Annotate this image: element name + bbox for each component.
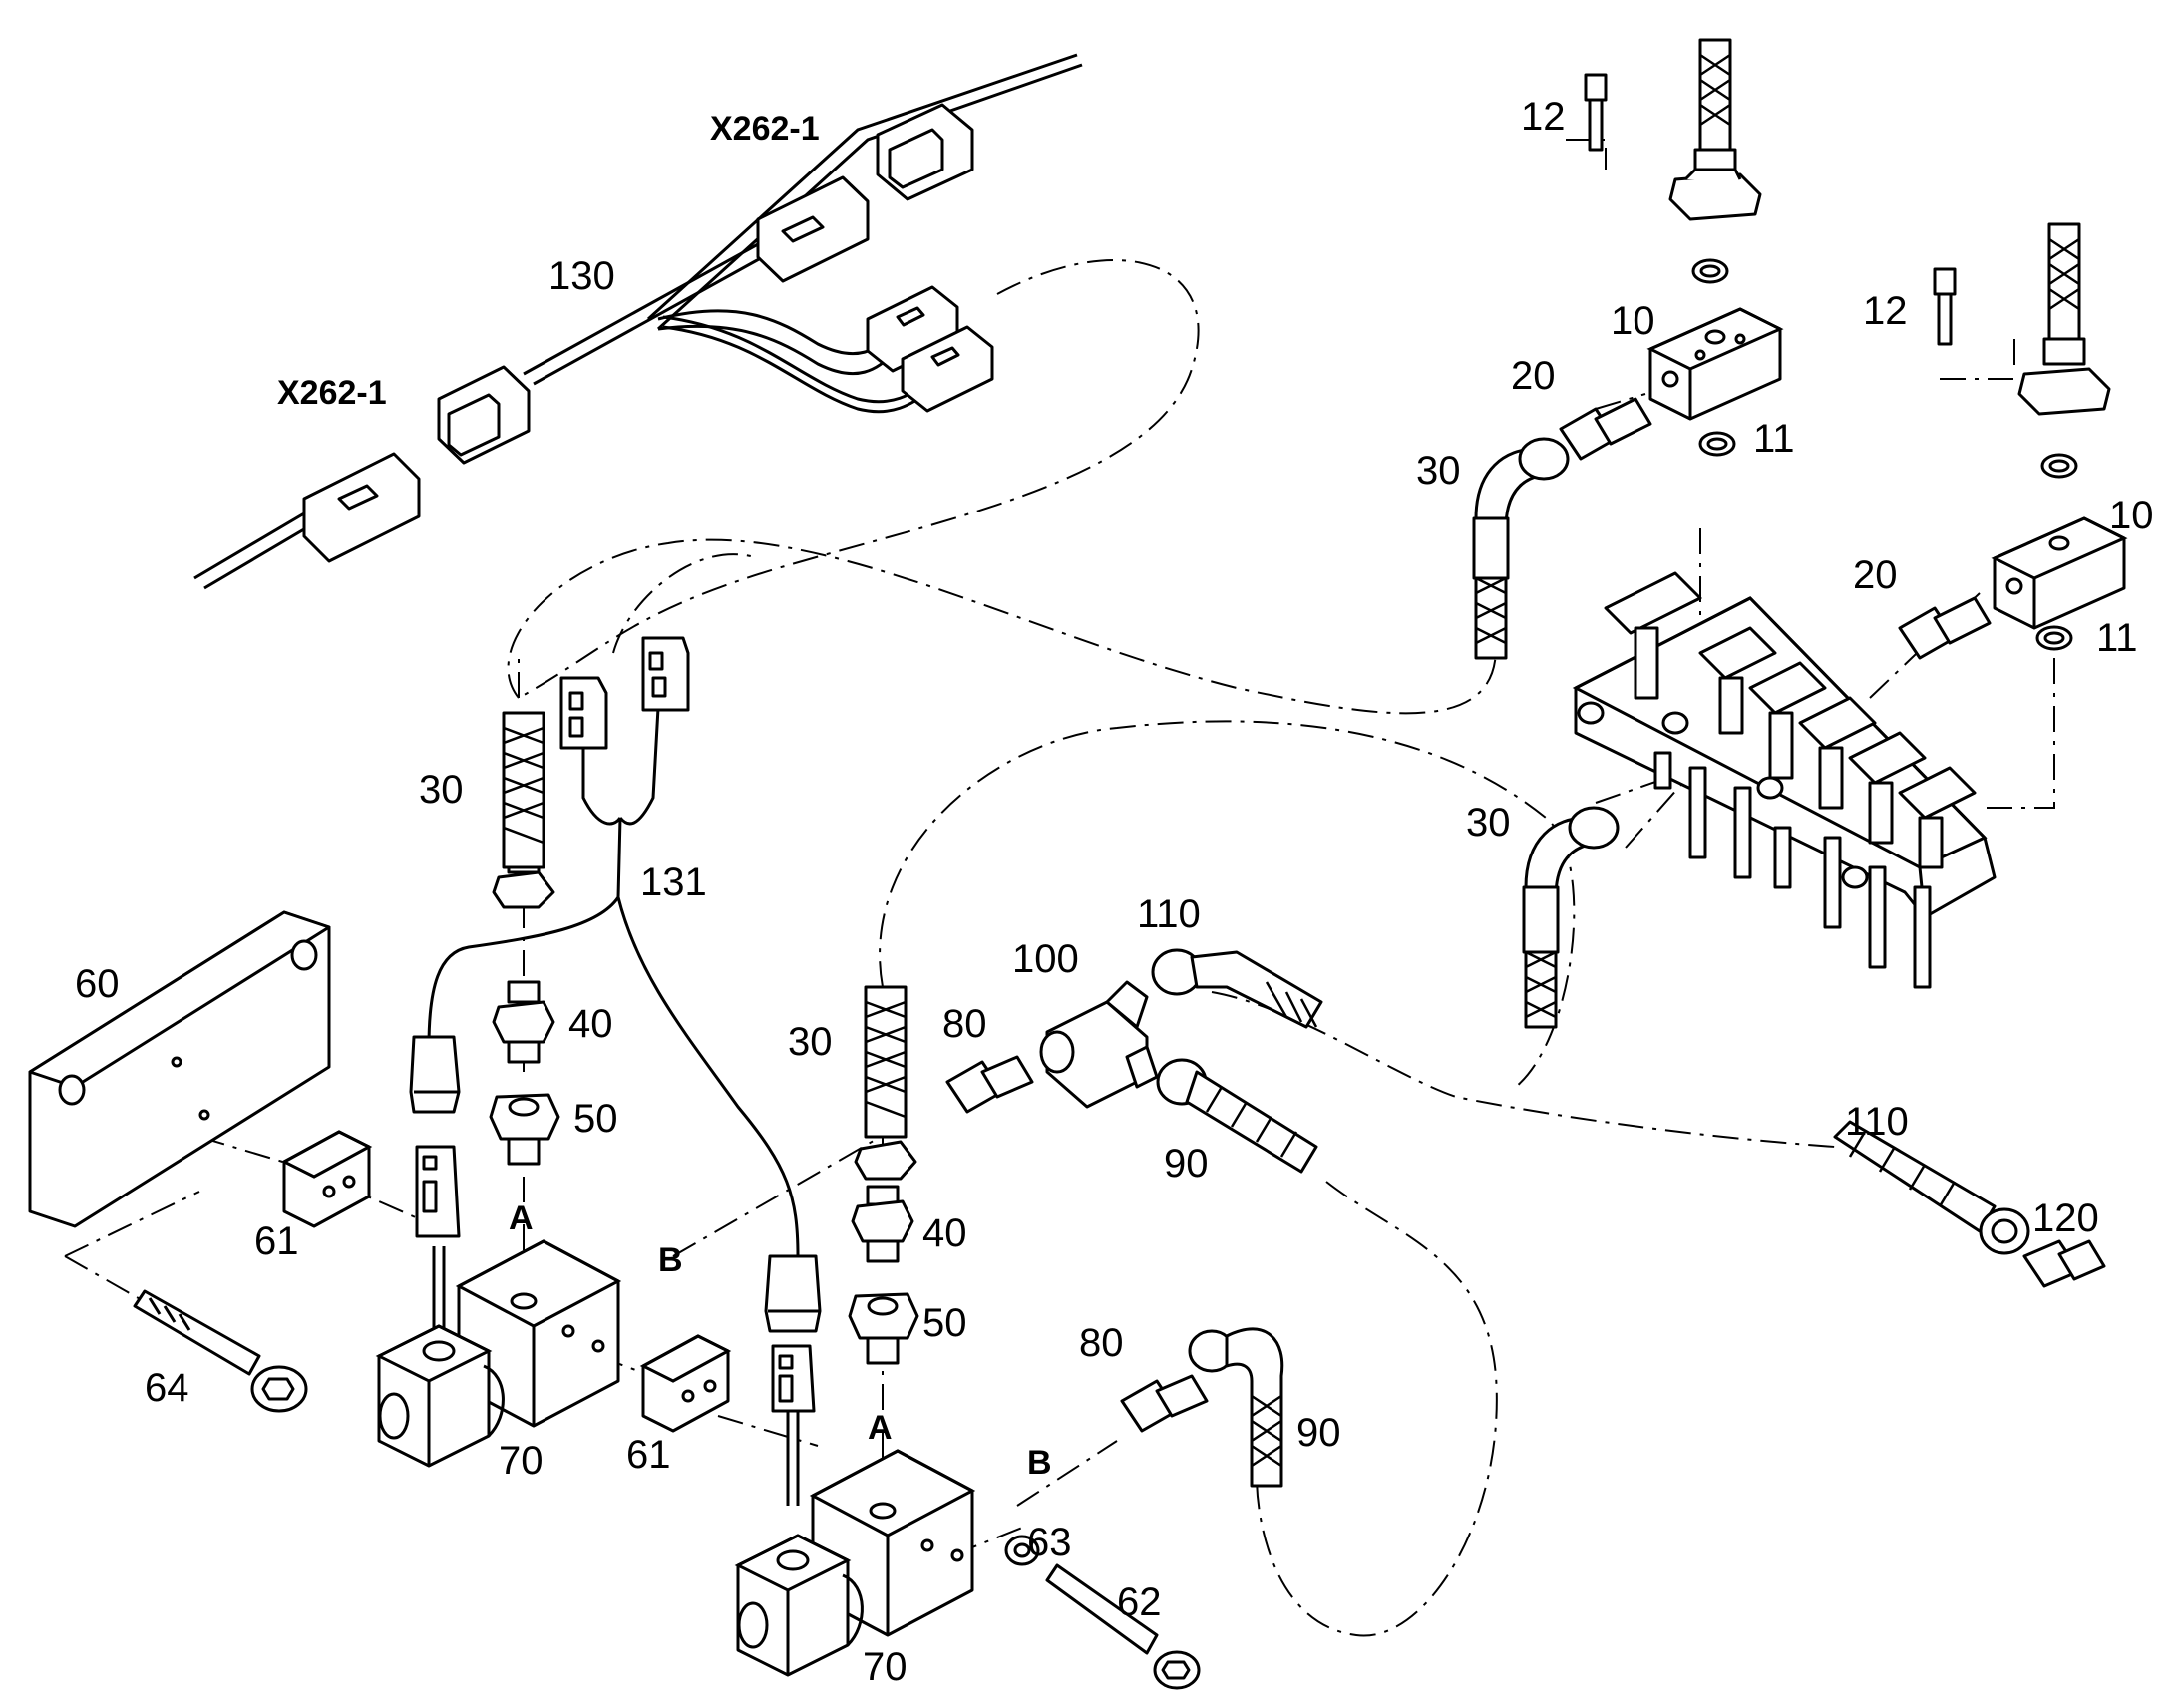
- wiring-harness-131: [427, 707, 800, 1506]
- label-port-b-upper: B: [658, 1241, 683, 1279]
- tee-fitting-100: [1039, 980, 1159, 1109]
- valve-block-70-lower: [734, 1449, 976, 1677]
- fitting-40-left: [492, 980, 555, 1064]
- label-part-120: 120: [2032, 1196, 2099, 1240]
- mounting-plate-60: [28, 910, 331, 1228]
- label-part-20-lower: 20: [1853, 553, 1898, 597]
- label-part-30-upper-right: 30: [1416, 449, 1461, 493]
- connector-x262-top-female: [756, 103, 974, 283]
- label-part-10-upper: 10: [1611, 299, 1655, 343]
- connector-131-d: [415, 1145, 461, 1238]
- label-part-11-lower: 11: [2096, 616, 2138, 660]
- label-part-10-lower: 10: [2109, 494, 2154, 537]
- connector-131-e: [764, 1254, 822, 1333]
- hose-30-center: [854, 985, 917, 1181]
- washer-63: [1004, 1535, 1040, 1566]
- oring-11-d: [2035, 625, 2073, 651]
- label-part-60: 60: [75, 962, 120, 1006]
- connector-131-c: [409, 1035, 461, 1114]
- label-part-70-lower: 70: [863, 1645, 908, 1689]
- label-part-90-upper: 90: [1164, 1142, 1209, 1186]
- label-port-a-lower: A: [868, 1409, 893, 1447]
- distribution-manifold: [1572, 571, 1997, 989]
- clamp-block-61-upper: [280, 1130, 373, 1228]
- label-part-50-center: 50: [922, 1301, 967, 1345]
- label-harness-131: 131: [640, 860, 707, 904]
- label-part-110-lower: 110: [1845, 1100, 1909, 1144]
- label-part-63: 63: [1027, 1521, 1072, 1564]
- part-labels: X262-1 X262-1 130 131 12 12 10 10 11 11 …: [75, 95, 2154, 1689]
- label-connector-x262-top: X262-1: [710, 110, 820, 148]
- label-part-30-center: 30: [788, 1020, 833, 1064]
- connector-131-a: [559, 676, 608, 750]
- pressure-sensor-12-upper: [1668, 38, 1762, 221]
- label-part-12-lower: 12: [1863, 289, 1908, 333]
- block-10-upper: [1646, 307, 1784, 421]
- label-part-62: 62: [1117, 1580, 1162, 1624]
- hose-90-upper: [1156, 1058, 1318, 1174]
- bolt-12-upper: [1584, 73, 1608, 152]
- oring-11-c: [2040, 453, 2078, 479]
- fitting-50-center: [848, 1292, 919, 1365]
- fitting-80-upper: [945, 1055, 1034, 1114]
- label-part-61-upper: 61: [254, 1219, 299, 1263]
- label-part-80-upper: 80: [942, 1002, 987, 1046]
- label-part-11-upper: 11: [1753, 417, 1795, 461]
- fitting-20-lower: [1898, 596, 1992, 660]
- label-part-40-left: 40: [568, 1002, 613, 1046]
- fitting-40-center: [851, 1185, 914, 1263]
- hose-30-upper-right: [1472, 437, 1570, 660]
- fitting-120: [2022, 1239, 2106, 1288]
- label-part-50-left: 50: [573, 1097, 618, 1141]
- label-part-80-lower: 80: [1079, 1321, 1124, 1365]
- fitting-20-upper: [1559, 397, 1652, 461]
- hose-90-lower: [1188, 1327, 1284, 1488]
- bolt-12-lower: [1933, 267, 1957, 346]
- label-part-40-center: 40: [922, 1211, 967, 1255]
- screw-64: [133, 1289, 308, 1413]
- hose-110-upper: [1151, 948, 1323, 1029]
- valve-block-70-upper: [375, 1239, 622, 1468]
- connector-131-f: [771, 1344, 816, 1413]
- connector-harness-branch-2: [901, 325, 994, 413]
- label-part-110-upper: 110: [1137, 892, 1201, 936]
- connector-x262-left: [302, 365, 531, 563]
- label-part-61-lower: 61: [626, 1433, 671, 1477]
- hose-30-left: [492, 711, 555, 909]
- label-part-12-upper: 12: [1521, 95, 1566, 139]
- label-part-30-left: 30: [419, 768, 464, 812]
- label-part-70-upper: 70: [499, 1439, 544, 1483]
- label-port-a-upper: A: [509, 1199, 534, 1237]
- connector-131-b: [641, 636, 690, 712]
- oring-11-a: [1691, 258, 1729, 284]
- label-part-64: 64: [145, 1366, 189, 1410]
- label-part-100: 100: [1012, 937, 1079, 981]
- label-part-20-upper: 20: [1511, 354, 1556, 398]
- pressure-sensor-12-lower: [2017, 222, 2111, 416]
- label-connector-x262-left: X262-1: [277, 374, 387, 412]
- label-part-90-lower: 90: [1296, 1411, 1341, 1455]
- clamp-block-61-lower: [639, 1334, 732, 1433]
- screw-62: [1045, 1563, 1201, 1690]
- label-harness-130: 130: [548, 254, 615, 298]
- label-port-b-lower: B: [1027, 1444, 1052, 1482]
- label-part-30-lower-right: 30: [1466, 801, 1511, 845]
- hose-110-lower: [1833, 1120, 2030, 1255]
- oring-11-b: [1698, 431, 1736, 457]
- hose-30-lower-right: [1522, 806, 1620, 1029]
- fitting-80-lower: [1120, 1374, 1209, 1433]
- fitting-50-left: [489, 1093, 560, 1166]
- block-10-lower: [1991, 516, 2128, 630]
